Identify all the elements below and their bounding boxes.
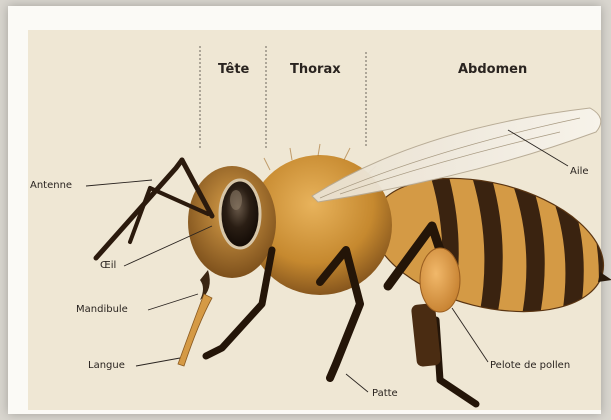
leader-mandibule — [148, 294, 198, 310]
part-label-tongue: Langue — [88, 360, 125, 371]
part-label-eye: Œil — [100, 260, 116, 271]
leader-langue — [136, 358, 180, 366]
region-label-abdomen: Abdomen — [458, 62, 527, 77]
leader-patte — [346, 374, 368, 392]
region-label-head: Tête — [218, 62, 249, 77]
leader-pollen — [452, 308, 488, 362]
part-label-antenna: Antenne — [30, 180, 72, 191]
bee-eye — [220, 180, 260, 248]
leader-antenne — [86, 180, 152, 186]
pollen-basket — [420, 248, 460, 312]
part-label-wing: Aile — [570, 166, 589, 177]
hind-leg-tibia — [411, 303, 441, 367]
region-label-thorax: Thorax — [290, 62, 341, 77]
part-label-mandible: Mandibule — [76, 304, 128, 315]
part-label-pollen-basket: Pelote de pollen — [490, 360, 570, 371]
hind-leg-tarsus — [436, 320, 476, 404]
part-label-leg: Patte — [372, 388, 398, 399]
